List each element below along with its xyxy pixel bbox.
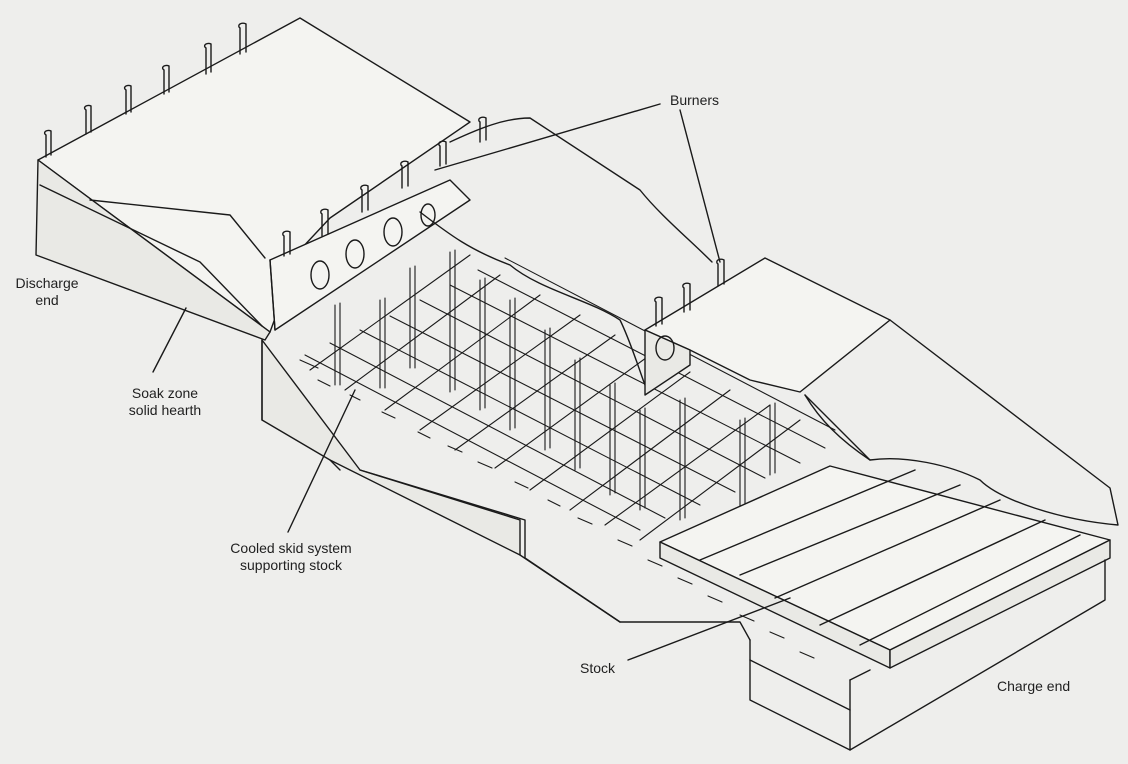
soak-zone-line2: solid hearth	[128, 402, 202, 418]
stock-leader	[627, 597, 791, 661]
burners-label: Burners	[670, 92, 720, 108]
skid-line1: Cooled skid system	[230, 540, 352, 556]
heating-zone-cutaway	[261, 117, 751, 641]
leader-lines	[152, 103, 791, 661]
skid-line2: supporting stock	[240, 557, 342, 573]
soak-zone-line1: Soak zone	[131, 385, 199, 401]
stock-slabs	[659, 465, 1111, 669]
soak-zone-label: Soak zone solid hearth	[110, 385, 220, 419]
stock-label: Stock	[580, 660, 616, 676]
skid-system-label: Cooled skid system supporting stock	[218, 540, 364, 574]
charge-end-box	[749, 559, 1106, 751]
discharge-end-label: Discharge end	[6, 275, 88, 309]
burners-leader-1	[434, 103, 661, 171]
soak-zone-leader	[152, 307, 187, 373]
skid-leader	[287, 389, 356, 533]
discharge-end-line2: end	[35, 292, 59, 308]
preheat-zone-roof	[644, 257, 1119, 526]
soak-roof-burners	[43, 22, 487, 290]
soak-zone-roof	[35, 17, 471, 341]
discharge-end-line1: Discharge	[15, 275, 79, 291]
burners-leader-2	[679, 109, 721, 263]
charge-end-label: Charge end	[997, 678, 1071, 694]
